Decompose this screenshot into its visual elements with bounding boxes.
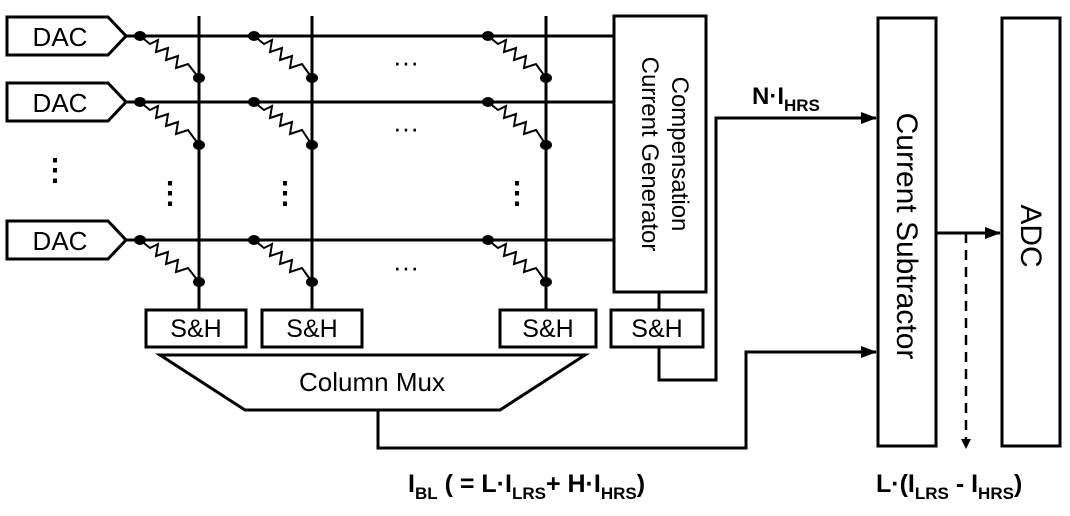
sh-box-3: [498, 308, 598, 349]
column-mux-label: Column Mux: [299, 367, 445, 397]
junction-dot: [540, 277, 552, 287]
resistor-cell: [487, 239, 547, 283]
resistor-cell: [487, 35, 547, 79]
compensation-label-line1: Compensation: [666, 77, 693, 232]
sh-box-4: [609, 308, 705, 349]
sh-box-1: [144, 308, 248, 349]
junction-dot: [248, 97, 260, 107]
resistor-cell: [139, 101, 200, 146]
junction-dot: [482, 97, 494, 107]
junction-dot: [134, 97, 146, 107]
dac-block-3: [5, 219, 129, 261]
junction-dot: [193, 73, 205, 83]
junction-dot: [306, 277, 318, 287]
col-ellipsis-3: ⋮: [502, 177, 532, 210]
sh-label-3: S&H: [522, 315, 573, 343]
resistor-cell: [139, 35, 200, 79]
junction-dot: [306, 73, 318, 83]
dac-label-1: DAC: [33, 22, 88, 52]
dac-label-3: DAC: [33, 226, 88, 256]
junction-dot: [540, 140, 552, 150]
col-ellipsis-2: ⋮: [270, 177, 300, 210]
adc-label: ADC: [1014, 204, 1047, 267]
resistor-cell: [253, 35, 313, 79]
row-ellipsis: ⋮: [40, 154, 70, 187]
compensation-label-line2: Current Generator: [636, 57, 663, 252]
sh-label-4: S&H: [631, 315, 682, 343]
ibl-label: IBL ( = L·ILRS+ H·IHRS): [408, 470, 645, 503]
junction-dot: [482, 31, 494, 41]
n-ihrs-wire: [657, 112, 877, 382]
junction-dot: [248, 235, 260, 245]
sh-label-1: S&H: [170, 315, 221, 343]
junction-dot: [482, 235, 494, 245]
column-mux: [154, 353, 591, 412]
ibl-wire: [376, 346, 877, 450]
mid-ellipsis-3: ···: [393, 252, 419, 282]
resistor-cell: [253, 101, 313, 146]
current-subtractor-label: Current Subtractor: [890, 113, 923, 360]
mid-ellipsis-2: ···: [393, 113, 419, 143]
dac-label-2: DAC: [33, 88, 88, 118]
output-label: L·(ILRS - IHRS): [876, 470, 1022, 503]
n-ihrs-label: N·IHRS: [752, 83, 820, 115]
junction-dot: [134, 235, 146, 245]
adc-box: [1000, 16, 1062, 448]
dac-block-1: [5, 15, 129, 57]
sh-label-2: S&H: [286, 315, 337, 343]
col-ellipsis-1: ⋮: [155, 177, 185, 210]
junction-dot: [193, 140, 205, 150]
junction-dot: [540, 73, 552, 83]
mid-ellipsis-1: ···: [393, 47, 419, 77]
resistor-cell: [487, 101, 547, 146]
junction-dot: [193, 277, 205, 287]
dac-block-2: [5, 81, 129, 123]
resistor-cell: [253, 239, 313, 283]
compensation-generator-box: [612, 14, 708, 294]
sh-box-2: [260, 308, 364, 349]
junction-dot: [248, 31, 260, 41]
resistor-cell: [139, 239, 200, 283]
junction-dot: [306, 140, 318, 150]
junction-dot: [134, 31, 146, 41]
